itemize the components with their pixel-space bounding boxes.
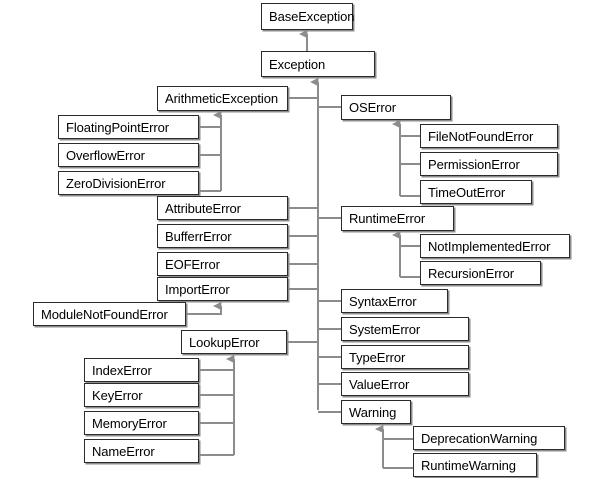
node-label: Exception — [269, 56, 326, 72]
node-label: EOFError — [165, 256, 220, 272]
node-label: ZeroDivisionError — [66, 175, 166, 191]
node-label: KeyError — [92, 387, 143, 403]
node-overflowerror[interactable]: OverflowError — [58, 143, 199, 167]
node-label: RuntimeError — [349, 211, 426, 226]
node-label: SystemError — [349, 321, 421, 337]
node-warning[interactable]: Warning — [341, 400, 411, 424]
node-syntaxerror[interactable]: SyntaxError — [341, 289, 448, 313]
node-label: OSError — [349, 100, 396, 115]
node-label: PermissionError — [428, 156, 520, 172]
node-label: ArithmeticException — [165, 91, 278, 106]
node-filenotfounderror[interactable]: FileNotFoundError — [420, 124, 558, 148]
node-label: MemoryError — [92, 415, 167, 431]
node-label: BaseException — [269, 9, 355, 24]
node-deprecationwarning[interactable]: DeprecationWarning — [413, 426, 565, 450]
node-label: TimeOutError — [428, 184, 506, 200]
node-label: ValueError — [349, 376, 410, 392]
node-lookuperror[interactable]: LookupError — [181, 330, 287, 354]
node-label: ModuleNotFoundError — [41, 306, 168, 322]
node-label: SyntaxError — [349, 293, 417, 309]
node-label: DeprecationWarning — [421, 430, 538, 446]
node-runtimewarning[interactable]: RuntimeWarning — [413, 453, 537, 477]
node-label: Warning — [349, 404, 397, 420]
node-label: TypeError — [349, 349, 406, 365]
node-memoryerror[interactable]: MemoryError — [84, 411, 199, 435]
node-baseexception[interactable]: BaseException — [261, 3, 355, 30]
node-nameerror[interactable]: NameError — [84, 439, 199, 463]
node-keyerror[interactable]: KeyError — [84, 383, 199, 407]
node-label: BufferrError — [165, 228, 232, 244]
node-label: IndexError — [92, 362, 152, 378]
node-oserror[interactable]: OSError — [341, 95, 451, 120]
node-label: NotImplementedError — [428, 238, 551, 254]
node-label: FileNotFoundError — [428, 128, 534, 144]
node-indexerror[interactable]: IndexError — [84, 358, 199, 382]
node-eoferror[interactable]: EOFError — [157, 252, 288, 276]
node-valueerror[interactable]: ValueError — [341, 372, 469, 396]
node-label: RuntimeWarning — [421, 457, 516, 473]
node-permissionerror[interactable]: PermissionError — [420, 152, 558, 176]
node-typeerror[interactable]: TypeError — [341, 345, 469, 369]
node-timeouterror[interactable]: TimeOutError — [420, 180, 532, 204]
node-notimplementederror[interactable]: NotImplementedError — [420, 234, 570, 258]
node-zerodivisionerror[interactable]: ZeroDivisionError — [58, 171, 199, 195]
node-label: OverflowError — [66, 147, 145, 163]
node-label: LookupError — [189, 334, 260, 350]
node-label: AttributeError — [165, 200, 241, 216]
node-recursionerror[interactable]: RecursionError — [420, 261, 541, 285]
node-runtimeerror[interactable]: RuntimeError — [341, 206, 454, 231]
node-systemerror[interactable]: SystemError — [341, 317, 469, 341]
node-label: ImportError — [165, 281, 230, 297]
node-importerror[interactable]: ImportError — [157, 277, 288, 301]
node-attributeerror[interactable]: AttributeError — [157, 196, 288, 220]
node-floatingpointerror[interactable]: FloatingPointError — [58, 115, 199, 139]
node-label: FloatingPointError — [66, 119, 169, 135]
node-label: NameError — [92, 443, 155, 459]
node-bufferrerror[interactable]: BufferrError — [157, 224, 288, 248]
node-exception[interactable]: Exception — [261, 51, 375, 77]
node-modulenotfounderror[interactable]: ModuleNotFoundError — [33, 302, 186, 326]
node-label: RecursionError — [428, 265, 515, 281]
edge-modulenotfounderror-importerror — [186, 301, 222, 315]
node-arithmeticexception[interactable]: ArithmeticException — [157, 86, 288, 111]
